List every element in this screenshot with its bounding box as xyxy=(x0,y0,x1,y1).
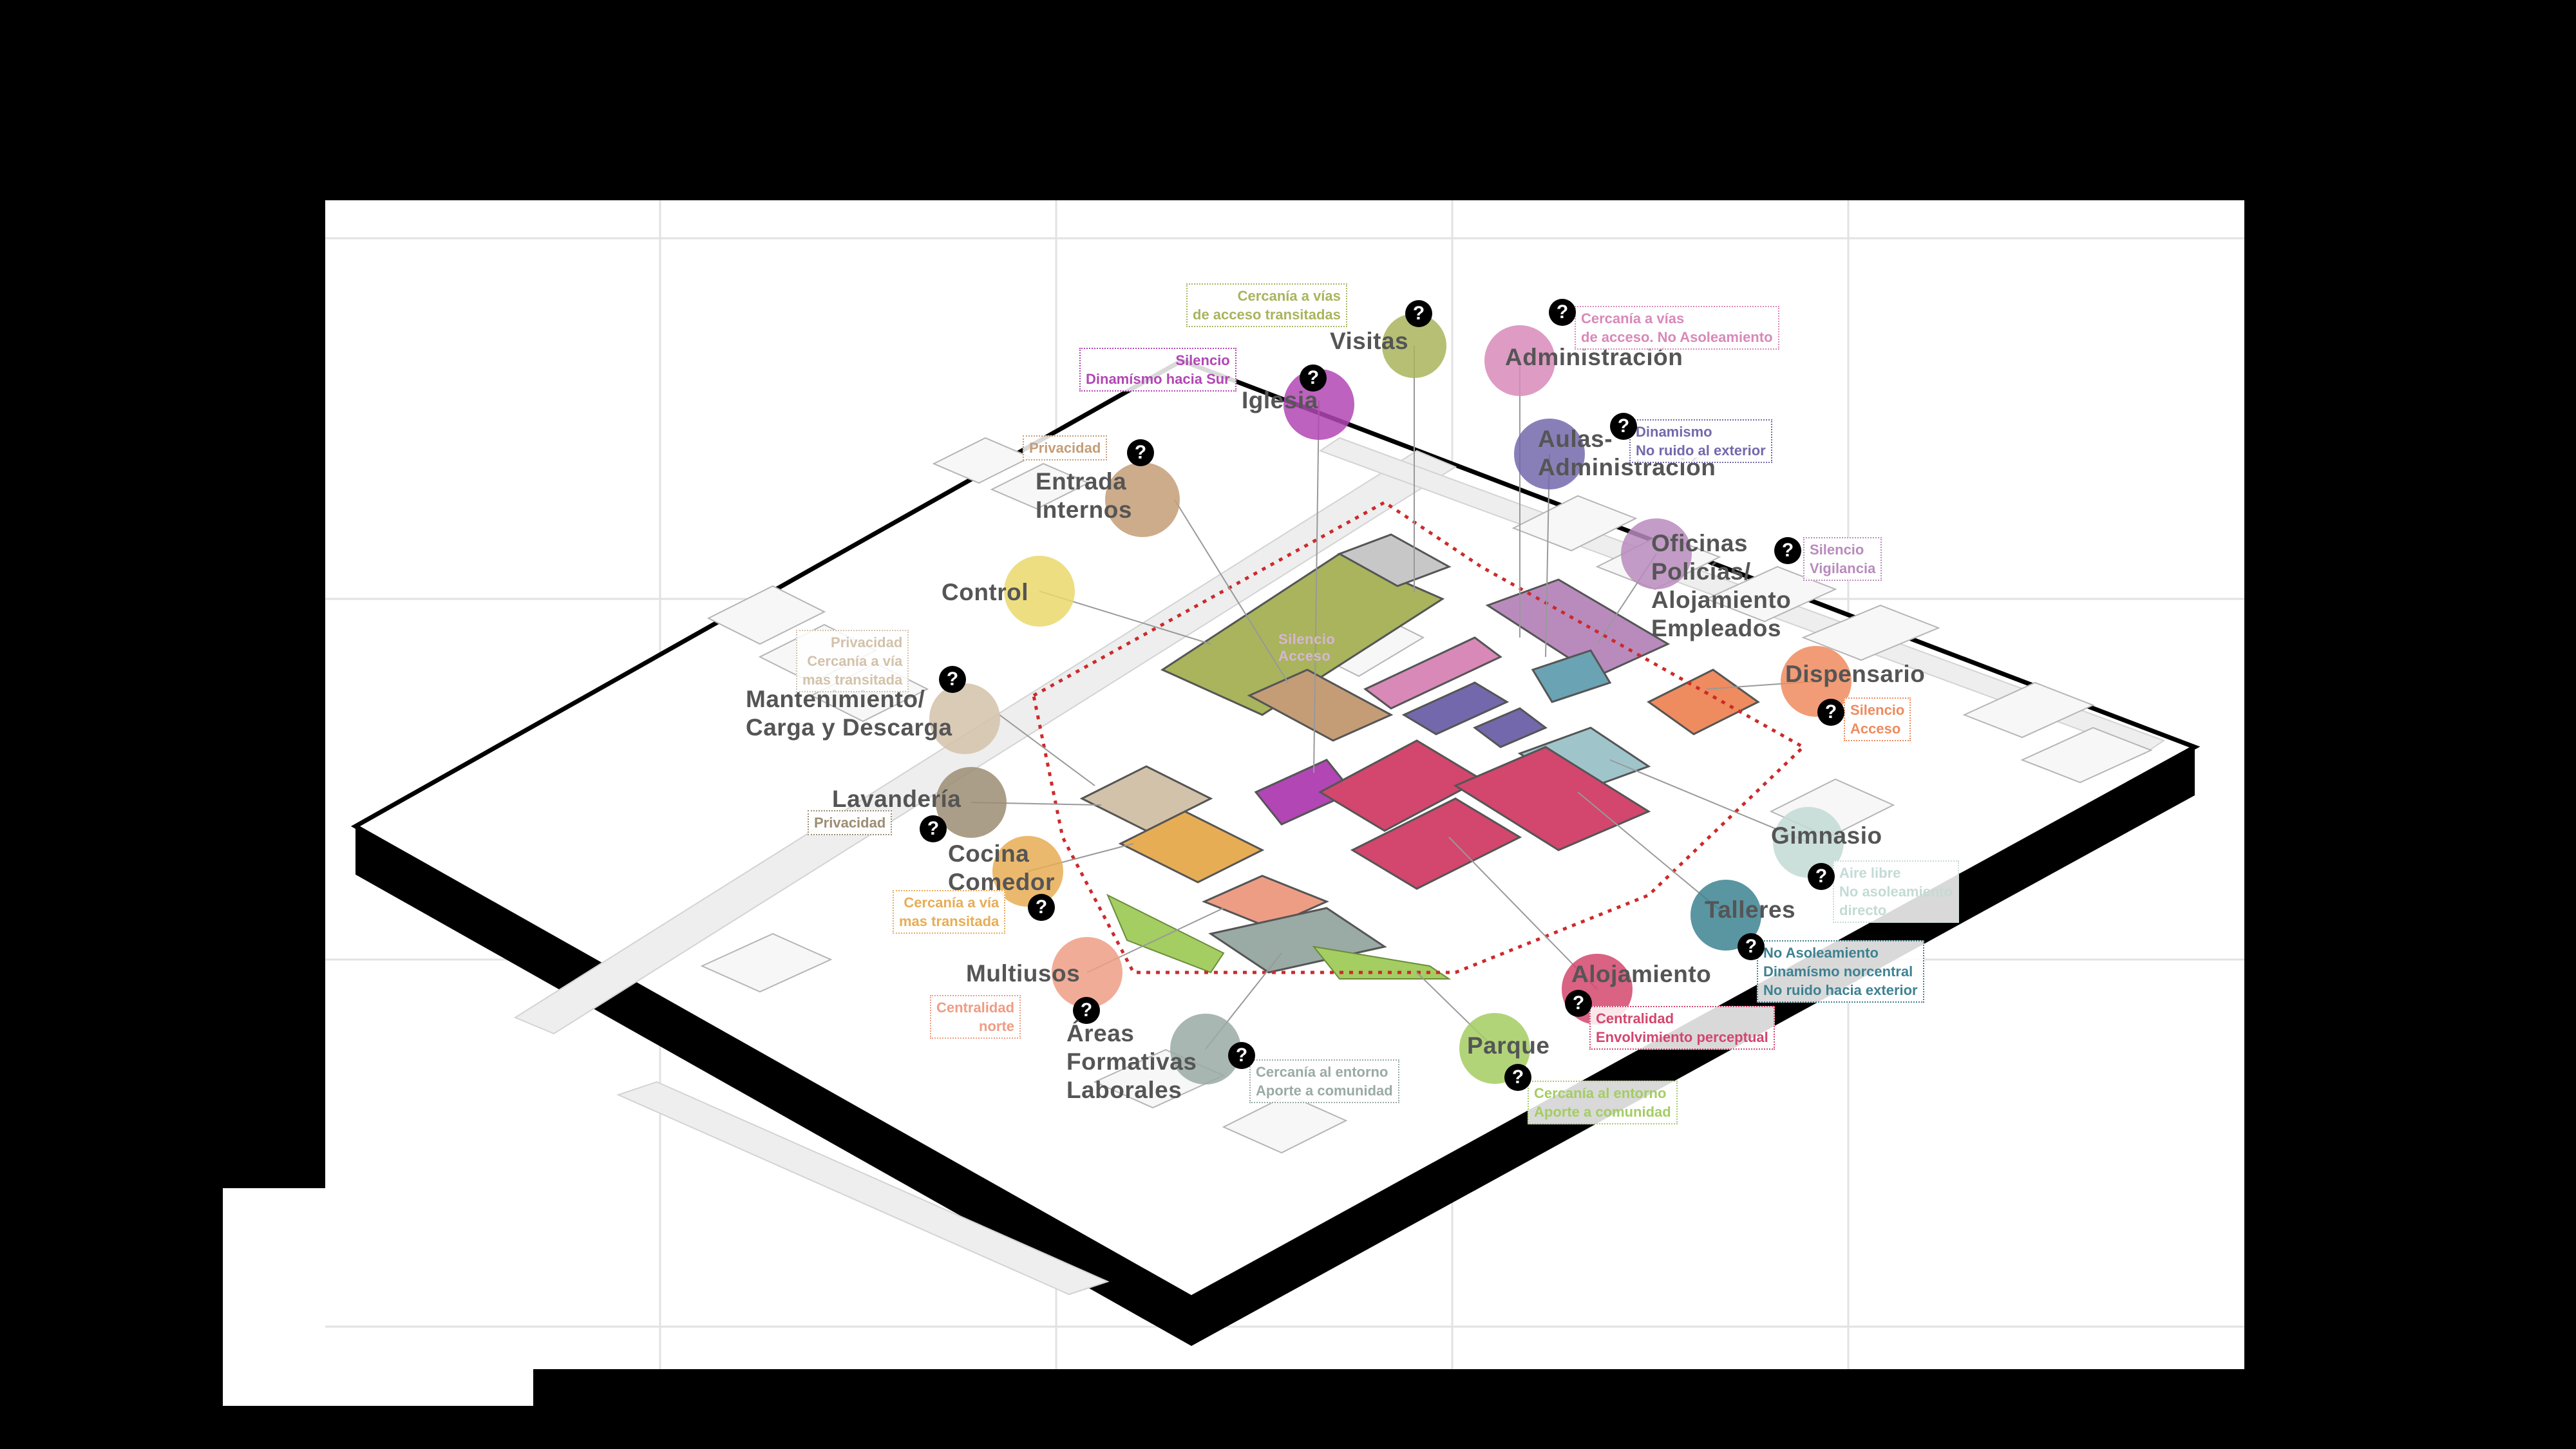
control-title: Control xyxy=(942,578,1028,607)
dispensario-title: Dispensario xyxy=(1785,660,1925,688)
parque-question-icon[interactable]: ? xyxy=(1504,1064,1531,1091)
mantenimiento-requirements-note: Privacidad Cercanía a vía mas transitada xyxy=(796,630,909,692)
areas-question-icon[interactable]: ? xyxy=(1228,1042,1255,1069)
cocina-title: Cocina Comedor xyxy=(948,840,1055,896)
parque-requirements-note: Cercanía al entorno Aporte a comunidad xyxy=(1528,1081,1678,1124)
alojamiento-requirements-note: Centralidad Envolvimiento perceptual xyxy=(1589,1006,1775,1050)
alojamiento-title: Alojamiento xyxy=(1571,960,1711,989)
entrada-title: Entrada Internos xyxy=(1036,468,1132,524)
areas-title: Áreas Formativas Laborales xyxy=(1066,1019,1197,1104)
faint-center-label: Silencio Acceso xyxy=(1278,631,1335,665)
site-slab xyxy=(355,361,2195,1298)
visitas-question-icon[interactable]: ? xyxy=(1405,300,1432,327)
aulas-question-icon[interactable]: ? xyxy=(1610,413,1637,440)
oficinas-question-icon[interactable]: ? xyxy=(1774,537,1801,564)
entrada-question-icon[interactable]: ? xyxy=(1127,439,1154,466)
iglesia-question-icon[interactable]: ? xyxy=(1300,365,1327,392)
mantenimiento-title: Mantenimiento/ Carga y Descarga xyxy=(746,685,952,742)
lavanderia-title: Lavandería xyxy=(832,785,961,813)
gimnasio-question-icon[interactable]: ? xyxy=(1808,863,1835,890)
talleres-requirements-note: No Asoleamiento Dinamísmo norcentral No … xyxy=(1757,940,1924,1003)
oficinas-requirements-note: Silencio Vigilancia xyxy=(1803,537,1882,581)
dispensario-requirements-note: Silencio Acceso xyxy=(1844,697,1911,741)
oficinas-title: Oficinas Policías/ Alojamiento Empleados xyxy=(1651,529,1791,643)
areas-requirements-note: Cercanía al entorno Aporte a comunidad xyxy=(1249,1059,1399,1103)
aulas-requirements-note: Dinamismo No ruido al exterior xyxy=(1629,419,1772,463)
parque-title: Parque xyxy=(1467,1032,1549,1060)
multiusos-requirements-note: Centralidad norte xyxy=(930,995,1021,1039)
administracion-requirements-note: Cercanía a vías de acceso. No Asoleamien… xyxy=(1575,306,1779,350)
dispensario-question-icon[interactable]: ? xyxy=(1817,699,1844,726)
alojamiento-question-icon[interactable]: ? xyxy=(1565,990,1592,1017)
iglesia-title: Iglesia xyxy=(1242,386,1318,415)
gimnasio-title: Gimnasio xyxy=(1771,822,1882,850)
gimnasio-requirements-note: Aire libre No asoleamiento directo xyxy=(1833,860,1959,923)
administracion-question-icon[interactable]: ? xyxy=(1549,299,1576,326)
talleres-title: Talleres xyxy=(1705,896,1795,924)
visitas-title: Visitas xyxy=(1330,327,1408,355)
visitas-requirements-note: Cercanía a vías de acceso transitadas xyxy=(1186,283,1347,327)
mantenimiento-question-icon[interactable]: ? xyxy=(939,666,966,693)
lavanderia-requirements-note: Privacidad xyxy=(808,810,892,835)
entrada-requirements-note: Privacidad xyxy=(1023,435,1107,460)
iglesia-requirements-note: Silencio Dinamísmo hacia Sur xyxy=(1079,348,1236,392)
multiusos-title: Multiusos xyxy=(966,960,1080,988)
cocina-question-icon[interactable]: ? xyxy=(1028,894,1055,921)
cocina-requirements-note: Cercanía a vía mas transitada xyxy=(893,890,1005,934)
lavanderia-question-icon[interactable]: ? xyxy=(920,815,947,842)
talleres-question-icon[interactable]: ? xyxy=(1738,933,1765,960)
